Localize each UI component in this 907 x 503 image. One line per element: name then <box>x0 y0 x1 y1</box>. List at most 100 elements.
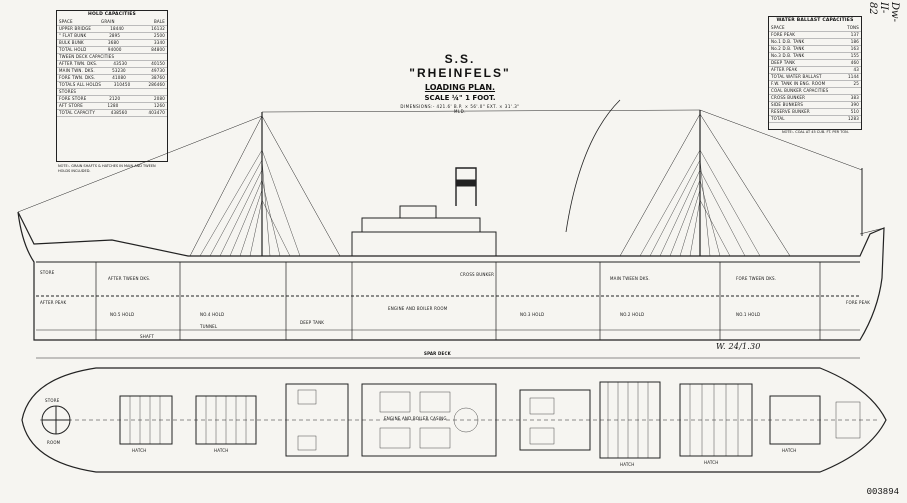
label-hold-3: NO.3 HOLD <box>520 312 545 317</box>
table-cell: 383 <box>850 95 859 100</box>
hatch-3 <box>285 383 349 457</box>
table-cell: 1280 <box>107 103 119 108</box>
table-row: No.3 D.B. TANK 155 <box>769 53 861 60</box>
table-cell: 3680 <box>107 40 119 45</box>
label-hatch-b: HATCH <box>214 448 229 453</box>
hull-profile <box>17 211 885 341</box>
hatch-6 <box>679 383 753 457</box>
table-cell: BULK BUNK <box>59 40 84 45</box>
table-cell: 186 <box>850 39 859 44</box>
rigging <box>17 109 863 257</box>
table-cell: 43530 <box>113 61 128 66</box>
table-cell: CROSS BUNKER <box>771 95 806 100</box>
table-cell: SIDE BUNKERS <box>771 102 804 107</box>
table-cell: AFT STORE <box>59 103 83 108</box>
bridge-superstructure <box>351 231 497 256</box>
table-cell: 403470 <box>148 110 165 115</box>
table-cell: TWEEN DECK CAPACITIES <box>59 54 115 59</box>
table-cell: RESERVE BUNKER <box>771 109 810 114</box>
label-hatch-a: HATCH <box>132 448 147 453</box>
label-store-aft: STORE <box>40 270 55 275</box>
engine-casing <box>361 383 497 457</box>
table-cell: 310450 <box>113 82 131 87</box>
label-engine-casing: ENGINE AND BOILER CASING <box>384 416 447 421</box>
label-deep-tank: DEEP TANK <box>300 320 325 325</box>
label-engine-room: ENGINE AND BOILER ROOM <box>388 306 448 311</box>
table-row: COAL BUNKER CAPACITIES <box>769 88 861 95</box>
label-hold-2: NO.2 HOLD <box>620 312 645 317</box>
table-row: AFT STORE 1280 1260 <box>57 103 167 110</box>
table-cell: 40150 <box>151 61 165 66</box>
table-cell: 3340 <box>154 40 165 45</box>
table-cell: 1283 <box>848 116 859 121</box>
table-cell: 25 <box>853 81 859 86</box>
table-cell: 53230 <box>112 68 126 73</box>
water-ballast-table: WATER BALLAST CAPACITIES SPACE TONS FORE… <box>768 16 862 130</box>
deck-plan <box>21 357 887 473</box>
awning-curve <box>565 99 621 233</box>
table-row: STORES <box>57 89 167 96</box>
label-fore-peak: FORE PEAK <box>846 300 871 305</box>
table-cell: FORE STORE <box>59 96 87 101</box>
hold-capacities-table: HOLD CAPACITIES SPACE GRAIN BALE UPPER B… <box>56 10 168 162</box>
hold-capacities-note: NOTE:- GRAIN SHAFTS & HATCHES IN MAIN AN… <box>58 164 156 173</box>
table-cell: " FLAT BUNK <box>59 33 87 38</box>
label-main-tween: MAIN TWEEN DKS. <box>610 276 650 281</box>
label-cross-bunker: CROSS BUNKER <box>460 272 495 277</box>
table-cell: 2500 <box>154 33 165 38</box>
table-cell: 510 <box>850 109 859 114</box>
table-cell: 43 <box>853 67 859 72</box>
table-row: F.W. TANK IN ENG. ROOM 25 <box>769 81 861 88</box>
table-cell: TOTALS ALL HOLDS <box>59 82 102 87</box>
handwritten-note: W. 24/1.30 <box>716 342 761 351</box>
table-cell: 16132 <box>151 26 165 31</box>
table-cell: No.3 D.B. TANK <box>771 53 805 58</box>
table-cell: 84800 <box>151 47 165 52</box>
ship-dimensions: DIMENSIONS:- 421.6' B.P. × 56'.0" EXT. ×… <box>400 104 520 114</box>
hatch-5 <box>599 381 661 459</box>
table-cell: DEEP TANK <box>771 60 796 65</box>
hold-capacities-caption: HOLD CAPACITIES <box>88 12 136 17</box>
table-cell: TOTAL WATER BALLAST <box>771 74 822 79</box>
deck-outline <box>21 367 887 473</box>
table-cell: 1260 <box>154 103 165 108</box>
water-ballast-note: NOTE:- COAL AT 45 CUB. FT. PER TON. <box>782 130 849 134</box>
hatch-7 <box>769 395 821 445</box>
table-cell: 2895 <box>109 33 121 38</box>
table-cell: 2120 <box>109 96 121 101</box>
table-cell: 155 <box>850 53 859 58</box>
plan-scale: SCALE ¼" 1 FOOT. <box>424 94 496 102</box>
table-cell: TOTAL <box>771 116 785 121</box>
label-shaft: SHAFT <box>140 334 154 339</box>
label-hold-4: NO.4 HOLD <box>200 312 225 317</box>
label-hold-5: NO.5 HOLD <box>110 312 135 317</box>
table-cell: FORE PEAK <box>771 32 796 37</box>
table-row: TWEEN DECK CAPACITIES <box>57 54 167 61</box>
table-row: FORE PEAK 137 <box>769 32 861 39</box>
funnel-band <box>455 179 477 187</box>
ship-name: S.S. "RHEINFELS" <box>409 52 511 80</box>
table-cell: 38760 <box>151 75 165 80</box>
table-row: BULK BUNK 3680 3340 <box>57 40 167 47</box>
table-cell: F.W. TANK IN ENG. ROOM <box>771 81 826 86</box>
label-after-tween: AFTER TWEEN DKS. <box>108 276 151 281</box>
table-header-row: SPACE TONS <box>769 25 861 32</box>
plan-title: LOADING PLAN. <box>424 83 496 92</box>
table-cell: 137 <box>850 32 859 37</box>
label-fore-tween: FORE TWEEN DKS. <box>736 276 777 281</box>
table-row: CROSS BUNKER 383 <box>769 95 861 102</box>
table-cell: UPPER BRIDGE <box>59 26 92 31</box>
